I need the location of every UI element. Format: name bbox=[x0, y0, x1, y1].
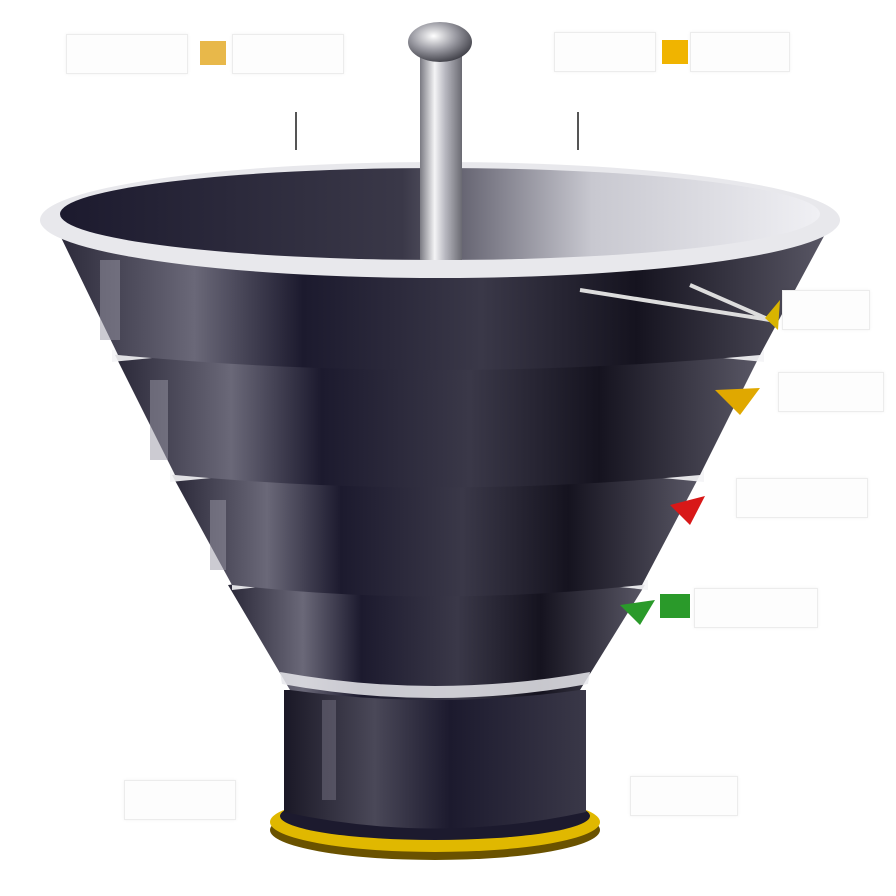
funnel-base bbox=[270, 690, 600, 860]
base-cylinder bbox=[284, 690, 586, 829]
callout-arrow-tier3 bbox=[670, 496, 705, 525]
top-markers bbox=[295, 112, 579, 150]
legend-right-swatch bbox=[662, 40, 688, 64]
callout-label-tier4 bbox=[694, 588, 818, 628]
legend-left-label bbox=[66, 34, 188, 74]
legend-right-label-2 bbox=[690, 32, 790, 72]
callout-line-tier1 bbox=[579, 288, 771, 322]
callout-swatch-tier4 bbox=[660, 594, 690, 618]
legend-right-label bbox=[554, 32, 656, 72]
bottom-left-label bbox=[124, 780, 236, 820]
callout-pointers bbox=[579, 283, 780, 625]
bottom-right-label bbox=[630, 776, 738, 816]
legend-left-swatch bbox=[200, 41, 226, 65]
callout-label-tier3 bbox=[736, 478, 868, 518]
callout-arrow-tier4 bbox=[620, 600, 655, 625]
callout-label-tier1 bbox=[782, 290, 870, 330]
center-pin bbox=[408, 22, 472, 260]
pin-knob bbox=[408, 22, 472, 62]
callout-arrow-tier2 bbox=[715, 388, 760, 415]
callout-label-tier2 bbox=[778, 372, 884, 412]
callout-arrow-tier1 bbox=[765, 300, 780, 330]
base-highlight bbox=[322, 700, 336, 800]
legend-left-label-2 bbox=[232, 34, 344, 74]
pin-shaft bbox=[420, 55, 462, 260]
